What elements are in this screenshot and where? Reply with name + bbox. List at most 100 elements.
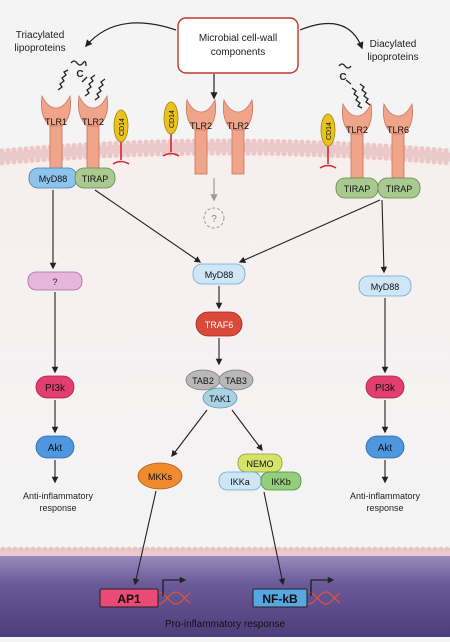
ikka-label: IKKa bbox=[230, 477, 250, 487]
myd88-right-label: MyD88 bbox=[371, 282, 400, 292]
tirap-right-2-label: TIRAP bbox=[386, 184, 413, 194]
lipid-head-inner bbox=[251, 150, 257, 156]
tlr2-right: TLR2 bbox=[341, 102, 373, 179]
lipid-head-outer bbox=[245, 138, 251, 144]
lipid-head-outer bbox=[269, 138, 275, 145]
akt-right bbox=[365, 435, 405, 459]
tlr1-left-stem bbox=[49, 125, 63, 171]
lipid-head-inner bbox=[329, 152, 335, 158]
nuclear-lipid-head bbox=[438, 546, 444, 552]
lipid-head-inner bbox=[299, 151, 305, 157]
left-outcome-line2: response bbox=[39, 503, 76, 513]
lipid-head-outer bbox=[29, 145, 35, 151]
lipid-head-inner bbox=[119, 152, 125, 158]
lipid-head-inner bbox=[77, 154, 83, 160]
cd14-right-body bbox=[320, 113, 336, 147]
lipid-head-inner bbox=[437, 159, 443, 165]
lipid-head-inner bbox=[107, 153, 113, 159]
lipid-head-inner bbox=[281, 151, 287, 157]
nuclear-membrane bbox=[0, 546, 450, 556]
nuclear-lipid-head bbox=[354, 546, 360, 552]
nuclear-lipid-head bbox=[384, 546, 390, 552]
membrane-core bbox=[0, 142, 450, 162]
lipid-head-outer bbox=[71, 142, 77, 149]
lipid-head-inner bbox=[179, 150, 185, 156]
lipid-head-outer bbox=[107, 141, 113, 147]
nuclear-lipid-head bbox=[300, 546, 306, 552]
lipid-head-inner bbox=[29, 157, 35, 163]
nuclear-lipid-head bbox=[306, 546, 312, 552]
tlr2-center-2-label: TLR2 bbox=[227, 121, 249, 131]
lipid-head-outer bbox=[371, 142, 377, 148]
lipid-head-outer bbox=[77, 142, 83, 148]
tlr1-left: TLR1 bbox=[40, 94, 72, 171]
nuclear-lipid-head bbox=[72, 546, 78, 552]
lipid-head-inner bbox=[269, 150, 275, 157]
lipid-head-outer bbox=[125, 140, 131, 146]
lipid-head-inner bbox=[257, 150, 263, 156]
nuclear-lipid-head bbox=[210, 546, 216, 552]
lipid-head-outer bbox=[137, 139, 143, 146]
nuclear-lipid-head bbox=[360, 546, 366, 552]
lipid-head-inner bbox=[377, 155, 383, 161]
tlr6-right-stem bbox=[391, 133, 405, 179]
nuclear-lipid-head bbox=[180, 546, 186, 552]
nuclear-lipid-head bbox=[162, 546, 168, 552]
lipid-head-outer bbox=[35, 145, 41, 151]
lipid-head-outer bbox=[161, 139, 167, 145]
lipid-head-inner bbox=[71, 154, 77, 161]
ap1-promoter-arrow bbox=[162, 576, 187, 596]
lipid-head-inner bbox=[245, 150, 251, 156]
nuclear-lipid-head bbox=[390, 546, 396, 552]
nuclear-lipid-head bbox=[396, 546, 402, 552]
mkks bbox=[137, 462, 183, 490]
lipid-head-outer bbox=[227, 138, 233, 144]
unknown-adaptor-circle bbox=[203, 207, 225, 229]
nuclear-lipid-head bbox=[12, 546, 18, 552]
lipid-head-outer bbox=[155, 139, 161, 145]
lipid-head-outer bbox=[335, 140, 341, 147]
nuclear-lipid-head bbox=[6, 546, 12, 552]
ap1-box bbox=[99, 588, 159, 608]
unknown-left-label: ? bbox=[52, 277, 57, 287]
lipid-head-outer bbox=[167, 138, 173, 145]
lipid-head-outer bbox=[299, 139, 305, 145]
nuclear-membrane-band bbox=[0, 548, 450, 556]
left-ligand-line1: Triacylated bbox=[16, 30, 65, 41]
nuclear-lipid-head bbox=[402, 546, 408, 552]
nemo-label: NEMO bbox=[247, 459, 274, 469]
nuclear-lipid-head bbox=[84, 546, 90, 552]
nuclear-lipid-head bbox=[276, 546, 282, 552]
lipid-head-outer bbox=[281, 139, 287, 145]
triacylated-lipoprotein bbox=[57, 60, 106, 101]
nuclear-lipid-head bbox=[90, 546, 96, 552]
nuclear-lipid-head bbox=[198, 546, 204, 552]
tirap-right-1-label: TIRAP bbox=[344, 184, 371, 194]
nfkb-label: NF-kB bbox=[262, 592, 298, 606]
lipid-head-outer bbox=[131, 140, 137, 146]
unknown-adaptor-label: ? bbox=[211, 214, 217, 225]
ap1-label: AP1 bbox=[117, 592, 141, 606]
lipid-head-outer bbox=[17, 146, 23, 152]
nuclear-lipid-head bbox=[30, 546, 36, 552]
lipid-head-inner bbox=[113, 152, 119, 158]
tlr2-left-head bbox=[77, 94, 109, 127]
triacylated-carbon: C bbox=[76, 69, 83, 80]
cd14-left-anchor bbox=[112, 160, 130, 165]
lipid-head-outer bbox=[365, 142, 371, 148]
nuclear-lipid-head bbox=[414, 546, 420, 552]
left-outcome-line1: Anti-inflammatory bbox=[23, 491, 94, 501]
right-adaptors: TIRAP TIRAP bbox=[335, 177, 421, 199]
lipid-head-inner bbox=[431, 159, 437, 165]
lipid-head-inner bbox=[125, 152, 131, 158]
pro-inflammatory-label: Pro-inflammatory response bbox=[165, 619, 285, 630]
tlr2-right-head bbox=[341, 102, 373, 135]
nuclear-lipid-head bbox=[294, 546, 300, 552]
tlr2-center-2-head bbox=[222, 98, 254, 131]
nuclear-lipid-head bbox=[378, 546, 384, 552]
unknown-left-node bbox=[27, 271, 83, 291]
nemo bbox=[237, 453, 283, 473]
nuclear-lipid-head bbox=[336, 546, 342, 552]
